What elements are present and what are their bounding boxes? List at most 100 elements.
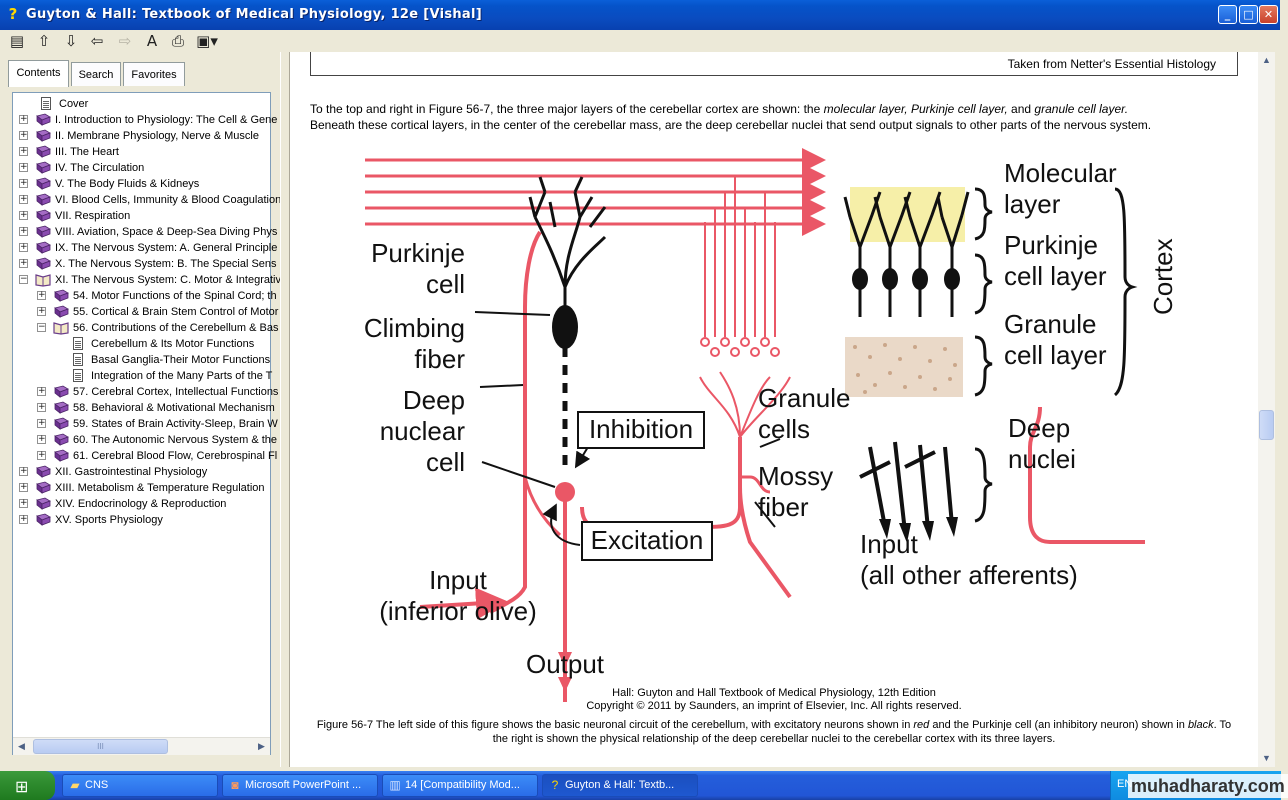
granule-dots: [853, 343, 957, 394]
granule-cells-label-1: Granule: [758, 383, 851, 413]
tree-item-label: 61. Cerebral Blood Flow, Cerebrospinal F…: [73, 450, 278, 462]
expand-icon[interactable]: +: [19, 482, 28, 492]
print-icon[interactable]: ⎙: [171, 32, 184, 50]
tree-item-label: XIII. Metabolism & Temperature Regulatio…: [55, 482, 265, 494]
book-icon: [36, 241, 51, 254]
tree-item-label: X. The Nervous System: B. The Special Se…: [55, 258, 277, 270]
book-icon: [54, 417, 69, 430]
back-icon[interactable]: ⇦: [90, 32, 104, 50]
pane-splitter[interactable]: [280, 52, 290, 767]
down-icon[interactable]: ⇩: [64, 32, 78, 50]
deep-nuclear-cell: [555, 482, 575, 502]
tab-contents[interactable]: Contents: [8, 60, 69, 87]
caption-text: . To the right is shown the physical rel…: [492, 719, 1232, 745]
climbing-fiber: [489, 230, 542, 614]
expand-icon[interactable]: +: [37, 290, 46, 300]
page-icon: [73, 369, 83, 382]
content-vertical-scrollbar[interactable]: ▲ ▼: [1258, 52, 1275, 767]
title-bar[interactable]: ? Guyton & Hall: Textbook of Medical Phy…: [0, 0, 1280, 30]
taskbar-item-label: Guyton & Hall: Textb...: [565, 779, 675, 791]
expand-icon[interactable]: +: [19, 258, 28, 268]
expand-icon[interactable]: +: [19, 146, 28, 156]
book-icon: [36, 129, 51, 142]
caption-text: Figure 56-7 The left side of this figure…: [316, 719, 914, 731]
taskbar-item-word[interactable]: ▥14 [Compatibility Mod...: [382, 774, 538, 797]
expand-icon[interactable]: +: [19, 210, 28, 220]
leader-lines: [474, 311, 781, 546]
hide-icon[interactable]: ▤: [9, 32, 25, 50]
expand-icon[interactable]: +: [37, 306, 46, 316]
expand-icon[interactable]: +: [37, 402, 46, 412]
expand-icon[interactable]: +: [19, 514, 28, 524]
book-icon: [36, 145, 51, 158]
up-icon[interactable]: ⇧: [37, 32, 51, 50]
taskbar-item-guyton[interactable]: ? Guyton & Hall: Textb...: [542, 774, 698, 797]
climbing-fiber-label-1: Climbing: [364, 313, 465, 343]
para-text: To the top and right in Figure 56-7, the…: [310, 102, 824, 116]
minimize-button[interactable]: _: [1218, 5, 1237, 24]
tree-item-label: VII. Respiration: [55, 210, 131, 222]
expand-icon[interactable]: +: [19, 178, 28, 188]
tab-label: Contents: [16, 67, 61, 79]
toolbar: ▤ ⇧ ⇩ ⇦ ⇨ A ⎙ ▣▾: [0, 30, 1280, 52]
font-icon[interactable]: A: [146, 32, 158, 50]
window-title: Guyton & Hall: Textbook of Medical Physi…: [26, 7, 482, 22]
forward-icon[interactable]: ⇨: [118, 32, 132, 50]
watermark: muhadharaty.com: [1128, 774, 1288, 798]
parallel-fibers: [365, 148, 826, 236]
expand-icon[interactable]: +: [19, 114, 28, 124]
collapse-icon[interactable]: −: [37, 322, 46, 332]
tree-item-label: 58. Behavioral & Motivational Mechanism: [73, 402, 275, 414]
expand-icon[interactable]: +: [19, 130, 28, 140]
word-icon: ▥: [389, 778, 401, 792]
help-icon: ?: [551, 778, 559, 792]
scroll-thumb[interactable]: III: [33, 739, 168, 754]
tab-search[interactable]: Search: [71, 62, 121, 86]
collapse-icon[interactable]: −: [19, 274, 28, 284]
contents-tree[interactable]: Cover + I. Introduction to Physiology: The…: [12, 92, 281, 755]
scroll-thumb[interactable]: [1259, 410, 1274, 440]
figure-copyright: Copyright © 2011 by Saunders, an imprint…: [586, 700, 962, 712]
caption-em: black: [1187, 719, 1214, 731]
body-paragraph: To the top and right in Figure 56-7, the…: [310, 101, 1240, 133]
scroll-down-icon[interactable]: ▼: [1262, 753, 1271, 763]
tree-horizontal-scrollbar[interactable]: ◀ III ▶: [13, 737, 270, 755]
figure-source: Hall: Guyton and Hall Textbook of Medica…: [612, 687, 936, 699]
expand-icon[interactable]: +: [37, 386, 46, 396]
taskbar-item-powerpoint[interactable]: ◙Microsoft PowerPoint ...: [222, 774, 378, 797]
expand-icon[interactable]: +: [37, 418, 46, 428]
tree-item-label: Cover: [59, 98, 89, 110]
expand-icon[interactable]: +: [19, 498, 28, 508]
tree-item-label: I. Introduction to Physiology: The Cell …: [55, 114, 278, 126]
close-button[interactable]: ✕: [1259, 5, 1278, 24]
expand-icon[interactable]: +: [19, 242, 28, 252]
molecular-layer-label-2: layer: [1004, 189, 1061, 219]
tab-label: Search: [78, 69, 114, 81]
expand-icon[interactable]: +: [19, 226, 28, 236]
para-em: Purkinje cell layer,: [911, 102, 1008, 116]
excitation-label: Excitation: [591, 525, 704, 555]
taskbar-item-cns[interactable]: ▰CNS: [62, 774, 218, 797]
expand-icon[interactable]: +: [19, 162, 28, 172]
figure-caption: Figure 56-7 The left side of this figure…: [310, 718, 1238, 746]
scroll-right-icon[interactable]: ▶: [258, 741, 265, 751]
scroll-left-icon[interactable]: ◀: [18, 741, 25, 751]
options-icon[interactable]: ▣▾: [196, 32, 218, 50]
tree-item-label: 57. Cerebral Cortex, Intellectual Functi…: [73, 386, 279, 398]
book-icon: [36, 465, 51, 478]
caption-em: red: [913, 719, 930, 731]
tab-favorites[interactable]: Favorites: [123, 62, 185, 86]
tree-item-label: XII. Gastrointestinal Physiology: [55, 466, 208, 478]
expand-icon[interactable]: +: [19, 466, 28, 476]
book-icon: [36, 513, 51, 526]
tree-item-label: III. The Heart: [55, 146, 119, 158]
expand-icon[interactable]: +: [19, 194, 28, 204]
tab-label: Favorites: [131, 69, 177, 81]
start-button[interactable]: ⊞: [0, 771, 55, 800]
scroll-up-icon[interactable]: ▲: [1262, 55, 1271, 65]
book-icon: [54, 305, 69, 318]
maximize-button[interactable]: □: [1239, 5, 1258, 24]
expand-icon[interactable]: +: [37, 434, 46, 444]
book-icon: [36, 257, 51, 270]
expand-icon[interactable]: +: [37, 450, 46, 460]
